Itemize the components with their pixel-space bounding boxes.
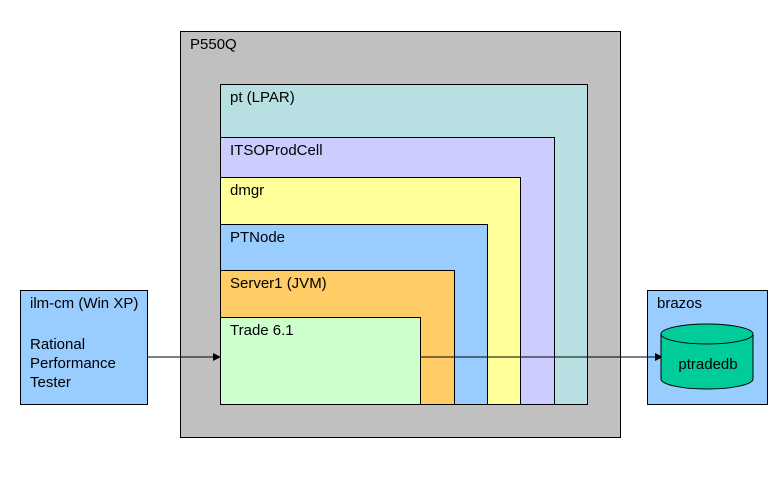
client-desc-line: Rational bbox=[30, 336, 86, 353]
trade-box: Trade 6.1 bbox=[220, 317, 421, 405]
client-label: ilm-cm (Win XP) bbox=[30, 295, 139, 312]
brazos-label: brazos bbox=[657, 295, 703, 312]
client-box: ilm-cm (Win XP) Rational Performance Tes… bbox=[20, 290, 148, 405]
client-desc-line: Tester bbox=[30, 374, 71, 391]
dmgr-label: dmgr bbox=[230, 182, 265, 199]
trade-label: Trade 6.1 bbox=[230, 322, 294, 339]
cell-label: ITSOProdCell bbox=[230, 142, 323, 159]
client-description: Rational Performance Tester bbox=[30, 335, 116, 392]
ptnode-label: PTNode bbox=[230, 229, 286, 246]
database-label: ptradedb bbox=[678, 356, 738, 373]
client-desc-line: Performance bbox=[30, 355, 116, 372]
server-label: Server1 (JVM) bbox=[230, 275, 327, 292]
lpar-label: pt (LPAR) bbox=[230, 89, 295, 106]
database-cylinder-icon bbox=[660, 323, 754, 390]
p550q-label: P550Q bbox=[190, 36, 237, 53]
